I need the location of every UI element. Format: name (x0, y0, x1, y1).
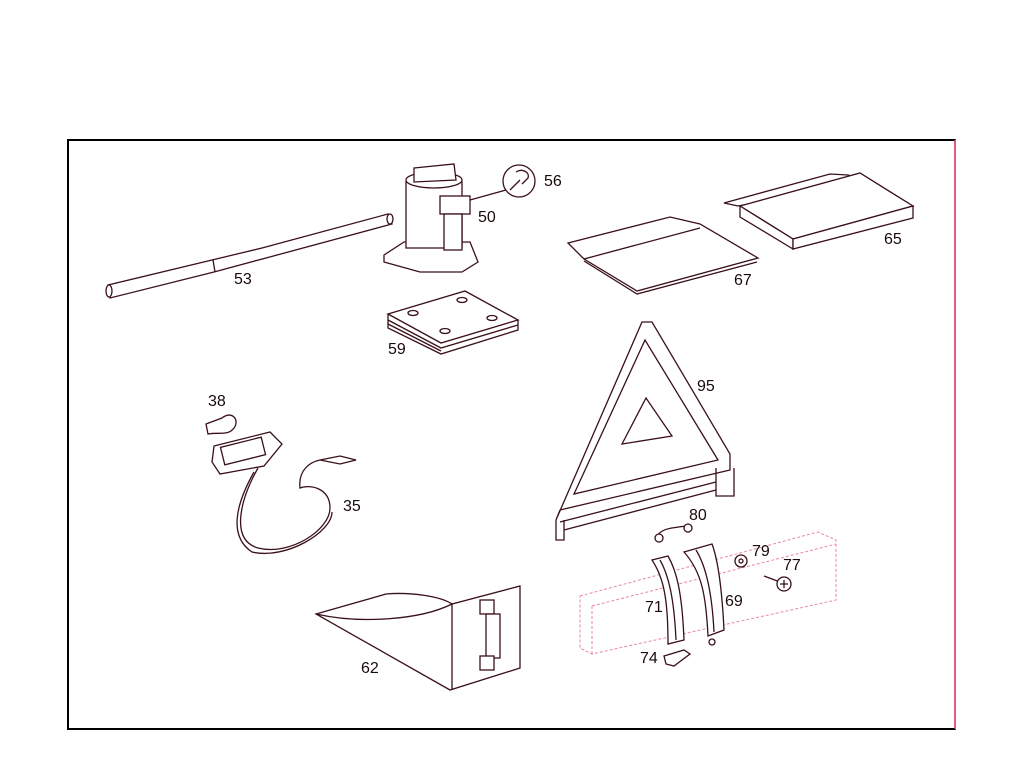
folder-part (566, 216, 760, 295)
wrench-symbol (502, 164, 536, 198)
part-label-79: 79 (752, 543, 770, 560)
part-label-77: 77 (783, 557, 801, 574)
clip-80-part (654, 523, 693, 543)
bulb-part (205, 414, 237, 435)
part-label-62: 62 (361, 660, 379, 677)
holder-strap-71-part (650, 555, 685, 645)
wheel-chock-part (314, 585, 521, 691)
part-label-95: 95 (697, 378, 715, 395)
case-part (723, 172, 915, 251)
jack-pad-part (386, 290, 520, 355)
part-label-69: 69 (725, 593, 743, 610)
part-label-74: 74 (640, 650, 658, 667)
part-label-59: 59 (388, 341, 406, 358)
part-label-67: 67 (734, 272, 752, 289)
part-label-65: 65 (884, 231, 902, 248)
diagram-frame (67, 139, 956, 730)
part-label-80: 80 (689, 507, 707, 524)
bottle-jack-part (383, 163, 507, 273)
part-label-56: 56 (544, 173, 562, 190)
warning-triangle-part (555, 321, 735, 541)
lock-washer-part (734, 554, 748, 568)
part-label-71: 71 (645, 599, 663, 616)
part-label-35: 35 (343, 498, 361, 515)
clip-74-part (663, 649, 692, 667)
jack-handle-part (105, 213, 394, 299)
part-label-38: 38 (208, 393, 226, 410)
part-label-53: 53 (234, 271, 252, 288)
inspection-lamp-part (211, 431, 357, 554)
part-label-50: 50 (478, 209, 496, 226)
screw-part (763, 575, 792, 592)
holder-strap-69-part (682, 543, 725, 646)
